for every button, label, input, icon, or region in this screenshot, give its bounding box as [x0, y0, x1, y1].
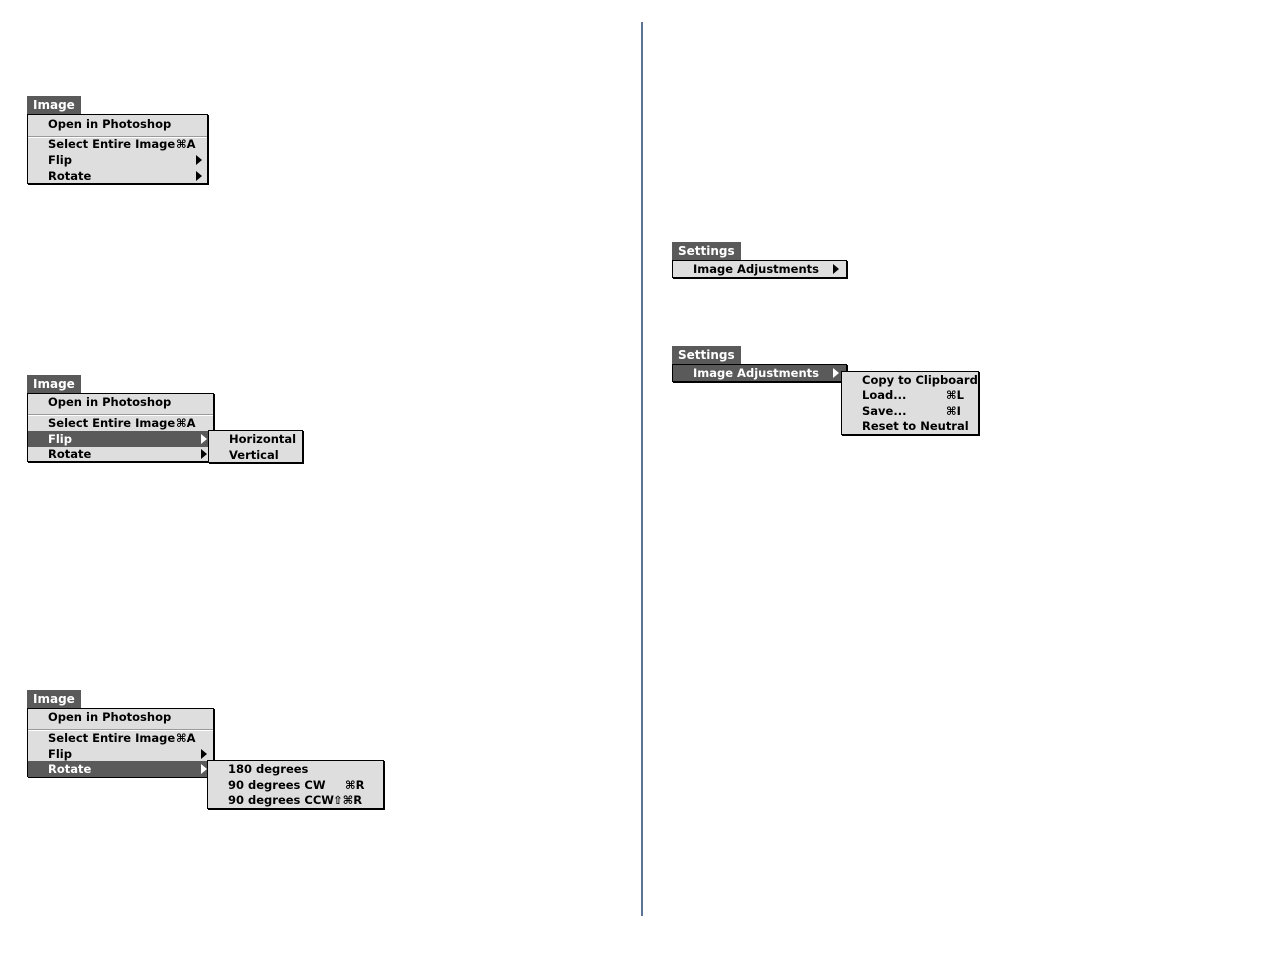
settings-menu-dropdown: Image Adjustments: [672, 260, 847, 278]
menu-item-rotate[interactable]: Rotate: [28, 446, 213, 462]
submenu-item-90-degrees-ccw[interactable]: 90 degrees CCW⇧⌘R: [208, 792, 383, 808]
menu-item-image-adjustments[interactable]: Image Adjustments: [673, 261, 846, 277]
submenu-item-save[interactable]: Save... ⌘I: [842, 403, 978, 419]
image-adjustments-submenu: Copy to Clipboard Load... ⌘L Save... ⌘I Re…: [841, 371, 979, 435]
menu-item-label: Select Entire Image: [48, 416, 176, 430]
submenu-arrow-icon: [201, 449, 207, 459]
column-divider: [641, 22, 643, 916]
submenu-item-reset-to-neutral[interactable]: Reset to Neutral: [842, 418, 978, 434]
submenu-arrow-icon: [196, 171, 202, 181]
submenu-item-180-degrees[interactable]: 180 degrees: [208, 761, 383, 777]
shortcut-label: ⌘A: [176, 416, 196, 430]
image-menu-dropdown: Open in Photoshop Select Entire Image⌘A …: [27, 393, 214, 462]
submenu-item-load[interactable]: Load... ⌘L: [842, 387, 978, 403]
menu-item-flip[interactable]: Flip: [28, 746, 213, 762]
menu-item-select-entire-image[interactable]: Select Entire Image⌘A: [28, 730, 213, 746]
menu-item-label: Open in Photoshop: [48, 395, 172, 409]
submenu-arrow-icon: [833, 368, 839, 378]
image-menu-dropdown: Open in Photoshop Select Entire Image⌘A …: [27, 708, 214, 777]
settings-menu-title[interactable]: Settings: [672, 346, 741, 364]
settings-menu-dropdown: Image Adjustments: [672, 364, 847, 382]
submenu-item-copy-to-clipboard[interactable]: Copy to Clipboard: [842, 372, 978, 388]
submenu-arrow-icon: [201, 434, 207, 444]
submenu-arrow-icon: [201, 749, 207, 759]
menu-item-select-entire-image[interactable]: Select Entire Image⌘A: [28, 136, 207, 152]
menu-item-open-in-photoshop[interactable]: Open in Photoshop: [28, 116, 207, 132]
shortcut-label: ⌘I: [946, 404, 961, 418]
menu-separator: [28, 729, 213, 731]
menu-item-label: Open in Photoshop: [48, 710, 172, 724]
image-menu-title[interactable]: Image: [27, 375, 81, 393]
menu-item-open-in-photoshop[interactable]: Open in Photoshop: [28, 709, 213, 725]
menu-item-rotate[interactable]: Rotate: [28, 168, 207, 184]
menu-item-label: Flip: [48, 747, 72, 761]
shortcut-label: ⌘A: [176, 137, 196, 151]
submenu-item-horizontal[interactable]: Horizontal: [209, 431, 302, 447]
menu-item-rotate[interactable]: Rotate: [28, 761, 213, 777]
menu-item-label: Rotate: [48, 762, 92, 776]
menu-item-label: Flip: [48, 153, 72, 167]
shortcut-label: ⌘L: [946, 388, 964, 402]
menu-item-label: Flip: [48, 432, 72, 446]
flip-submenu: Horizontal Vertical: [208, 430, 303, 463]
menu-item-label: Image Adjustments: [693, 262, 819, 276]
menu-item-label: Image Adjustments: [693, 366, 819, 380]
submenu-arrow-icon: [833, 264, 839, 274]
image-menu-dropdown: Open in Photoshop Select Entire Image⌘A …: [27, 114, 208, 184]
menu-item-label: Select Entire Image: [48, 137, 176, 151]
submenu-item-90-degrees-cw[interactable]: 90 degrees CW ⌘R: [208, 777, 383, 793]
shortcut-label: ⇧⌘R: [333, 793, 363, 807]
menu-item-label: 90 degrees CCW: [228, 793, 334, 807]
menu-separator: [28, 136, 207, 138]
submenu-item-vertical[interactable]: Vertical: [209, 447, 302, 463]
submenu-arrow-icon: [196, 155, 202, 165]
menu-item-image-adjustments[interactable]: Image Adjustments: [673, 365, 846, 381]
menu-separator: [28, 414, 213, 416]
menu-item-flip[interactable]: Flip: [28, 152, 207, 168]
menu-item-label: Open in Photoshop: [48, 117, 172, 131]
menu-item-label: Rotate: [48, 447, 92, 461]
menu-item-label: Rotate: [48, 169, 92, 183]
menu-item-label: Select Entire Image: [48, 731, 176, 745]
menu-item-label: Reset to Neutral: [862, 419, 969, 433]
rotate-submenu: 180 degrees 90 degrees CW ⌘R 90 degrees C…: [207, 760, 384, 809]
shortcut-label: ⌘A: [176, 731, 196, 745]
menu-item-flip[interactable]: Flip: [28, 431, 213, 447]
shortcut-label: ⌘R: [345, 778, 365, 792]
image-menu-title[interactable]: Image: [27, 690, 81, 708]
menu-item-select-entire-image[interactable]: Select Entire Image⌘A: [28, 415, 213, 431]
settings-menu-title[interactable]: Settings: [672, 242, 741, 260]
submenu-arrow-icon: [201, 764, 207, 774]
menu-item-open-in-photoshop[interactable]: Open in Photoshop: [28, 394, 213, 410]
menu-item-label: Horizontal: [229, 432, 297, 446]
menu-item-label: Save...: [862, 404, 907, 418]
menu-item-label: Copy to Clipboard: [862, 373, 978, 387]
menu-item-label: Load...: [862, 388, 907, 402]
menu-item-label: 180 degrees: [228, 762, 309, 776]
image-menu-title[interactable]: Image: [27, 96, 81, 114]
menu-item-label: Vertical: [229, 448, 279, 462]
menu-item-label: 90 degrees CW: [228, 778, 326, 792]
